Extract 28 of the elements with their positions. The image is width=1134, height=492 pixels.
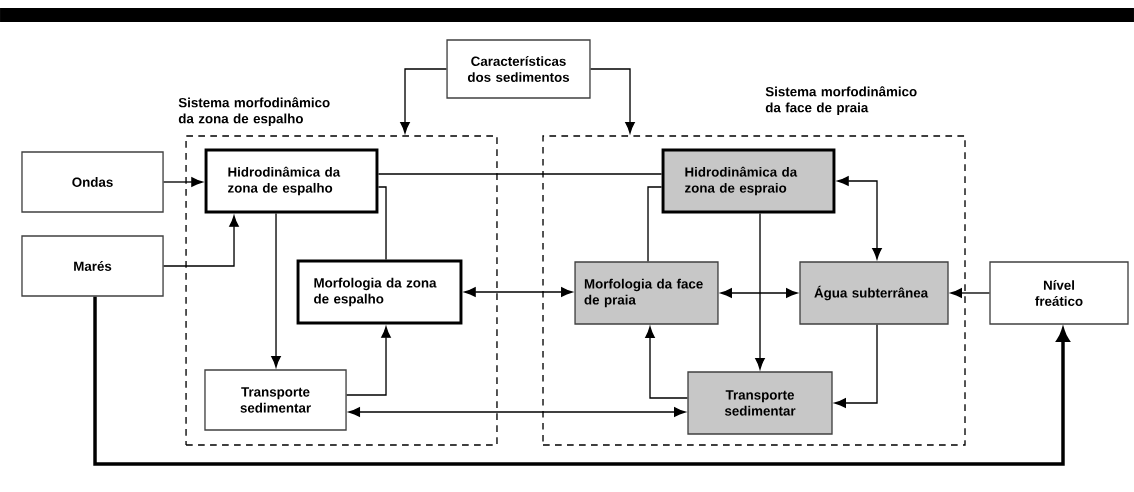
- arrow: [93, 296, 1070, 466]
- process-box: Marés: [21, 235, 164, 297]
- arrow: [346, 326, 391, 396]
- process-box: Nível freático: [989, 261, 1129, 325]
- arrow: [645, 326, 688, 399]
- process-box: Morfologia da zona de espalho: [296, 259, 463, 325]
- process-box: Hidrodinâmica da zona de espraio: [661, 148, 836, 214]
- arrow: [950, 288, 990, 298]
- process-box: Morfologia da face de praia: [574, 261, 719, 325]
- arrow: [589, 68, 635, 134]
- arrow: [163, 177, 203, 187]
- process-box: Características dos sedimentos: [446, 39, 591, 99]
- arrow: [720, 288, 798, 298]
- arrow: [837, 176, 882, 260]
- group-heading: Sistema morfodinâmico da face de praia: [765, 86, 917, 115]
- arrow: [755, 212, 765, 370]
- process-box: Transporte sedimentar: [204, 369, 347, 431]
- process-box: Água subterrânea: [799, 261, 949, 325]
- arrow: [834, 324, 878, 408]
- arrow: [400, 68, 448, 134]
- arrow: [348, 407, 686, 417]
- arrow: [464, 287, 573, 297]
- process-box: Ondas: [21, 151, 164, 213]
- group-heading: Sistema morfodinâmico da zona de espalho: [178, 97, 330, 126]
- process-box: Hidrodinâmica da zona de espalho: [204, 148, 379, 214]
- arrow: [271, 212, 281, 368]
- arrow: [163, 215, 239, 267]
- process-box: Transporte sedimentar: [687, 371, 833, 435]
